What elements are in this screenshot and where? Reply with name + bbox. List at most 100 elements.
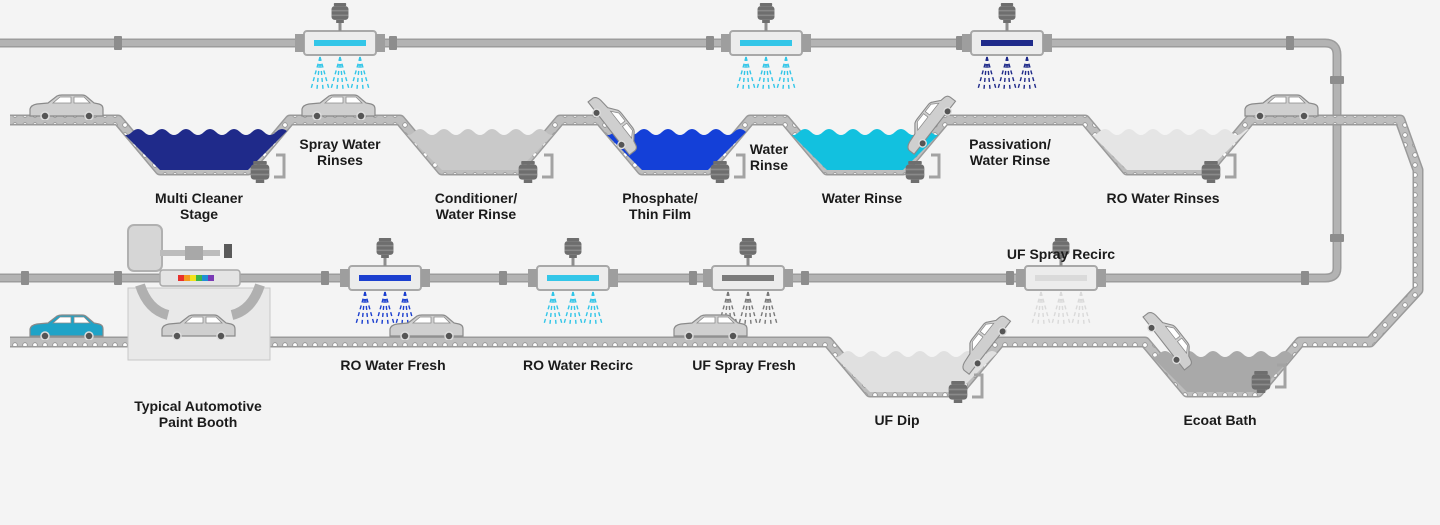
spray-line [384, 291, 389, 325]
tank-liquid [600, 129, 750, 170]
valve-stem [383, 256, 387, 266]
spray-line [319, 56, 330, 90]
spray-line [986, 56, 991, 90]
tank-pump-pipe [542, 153, 554, 179]
spray-unit-passivation [962, 3, 1052, 90]
spray-line [1060, 291, 1065, 325]
pipe-coupling [689, 271, 697, 285]
pipe-coupling [499, 271, 507, 285]
spray-line [316, 56, 321, 90]
spray-flange [295, 34, 304, 52]
tank-ecoat-bath [1145, 351, 1300, 392]
car-icon [29, 314, 104, 340]
label-water-rinse-spray: Water Rinse [749, 141, 789, 173]
tank-pump-pipe [929, 153, 941, 179]
spray-line [552, 291, 563, 325]
spray-line [583, 291, 594, 325]
pipe-coupling [114, 36, 122, 50]
label-ro-water-recirc: RO Water Recirc [523, 357, 633, 373]
tank-liquid [400, 129, 560, 170]
spray-line [764, 291, 769, 325]
spray-line [727, 291, 738, 325]
pipe-coupling [21, 271, 29, 285]
spray-line [1037, 291, 1042, 325]
robot-arm-left [135, 283, 170, 320]
spray-line [782, 56, 787, 90]
spray-line [339, 56, 344, 90]
spray-line [1080, 291, 1085, 325]
spray-line [1031, 291, 1042, 325]
spray-line [1057, 291, 1062, 325]
label-ro-water-fresh: RO Water Fresh [340, 357, 446, 373]
tank-pump-pipe [274, 153, 286, 179]
label-ro-water-rinses: RO Water Rinses [1106, 190, 1220, 206]
pipe-coupling [1330, 76, 1344, 84]
pipe-coupling [801, 271, 809, 285]
spray-line [785, 56, 796, 90]
valve-stem [1059, 256, 1063, 266]
spray-line [1040, 291, 1051, 325]
spray-line [569, 291, 574, 325]
spray-line [563, 291, 574, 325]
valve-icon [564, 238, 582, 258]
spray-line [1017, 56, 1028, 90]
valve-stem [1005, 21, 1009, 31]
tank-pump-pipe [1275, 363, 1287, 389]
spray-line [756, 56, 767, 90]
spray-line [747, 291, 752, 325]
spray-line [742, 56, 747, 90]
tank-liquid [118, 129, 290, 170]
label-water-rinse: Water Rinse [821, 190, 903, 206]
tank-multi-cleaner [118, 129, 290, 170]
spray-line [767, 291, 778, 325]
label-uf-spray-recirc: UF Spray Recirc [1006, 246, 1116, 262]
pipe-loop [0, 40, 1340, 281]
spray-line [310, 56, 321, 90]
valve-icon [331, 3, 349, 23]
valve-stem [571, 256, 575, 266]
rainbow-swatch [178, 275, 184, 281]
spray-flange [962, 34, 971, 52]
robot-arm-right [230, 283, 265, 320]
valve-stem [746, 256, 750, 266]
spray-line [572, 291, 577, 325]
spray-unit-uf-spray-recirc [1016, 238, 1106, 325]
spray-line [785, 56, 790, 90]
car-icon [29, 94, 104, 120]
valve-icon [998, 3, 1016, 23]
spray-line [404, 291, 409, 325]
spray-flange [340, 269, 349, 287]
spray-line [395, 291, 406, 325]
spray-line [738, 291, 749, 325]
spray-line [549, 291, 554, 325]
rainbow-swatch [184, 275, 190, 281]
spray-bar [314, 40, 366, 46]
spray-line [1006, 56, 1017, 90]
spray-flange [1043, 34, 1052, 52]
pipe-coupling [1301, 271, 1309, 285]
tank-liquid [1085, 129, 1250, 170]
spray-flange [421, 269, 430, 287]
label-uf-dip: UF Dip [874, 412, 920, 428]
tank-liquid [1145, 351, 1300, 392]
spray-line [718, 291, 729, 325]
spray-units [295, 3, 1106, 325]
spray-bar [722, 275, 774, 281]
spray-line [381, 291, 386, 325]
spray-line [384, 291, 395, 325]
car-icon [673, 314, 748, 340]
spray-line [745, 56, 750, 90]
spray-line [375, 291, 386, 325]
spray-line [727, 291, 732, 325]
spray-line [364, 291, 369, 325]
spray-bar [981, 40, 1033, 46]
rainbow-swatch [196, 275, 202, 281]
spray-line [359, 56, 370, 90]
spray-line [404, 291, 415, 325]
tank-conditioner [400, 129, 560, 170]
paint-booth-equipment [127, 224, 271, 361]
spray-line [339, 56, 350, 90]
spray-line [336, 56, 341, 90]
